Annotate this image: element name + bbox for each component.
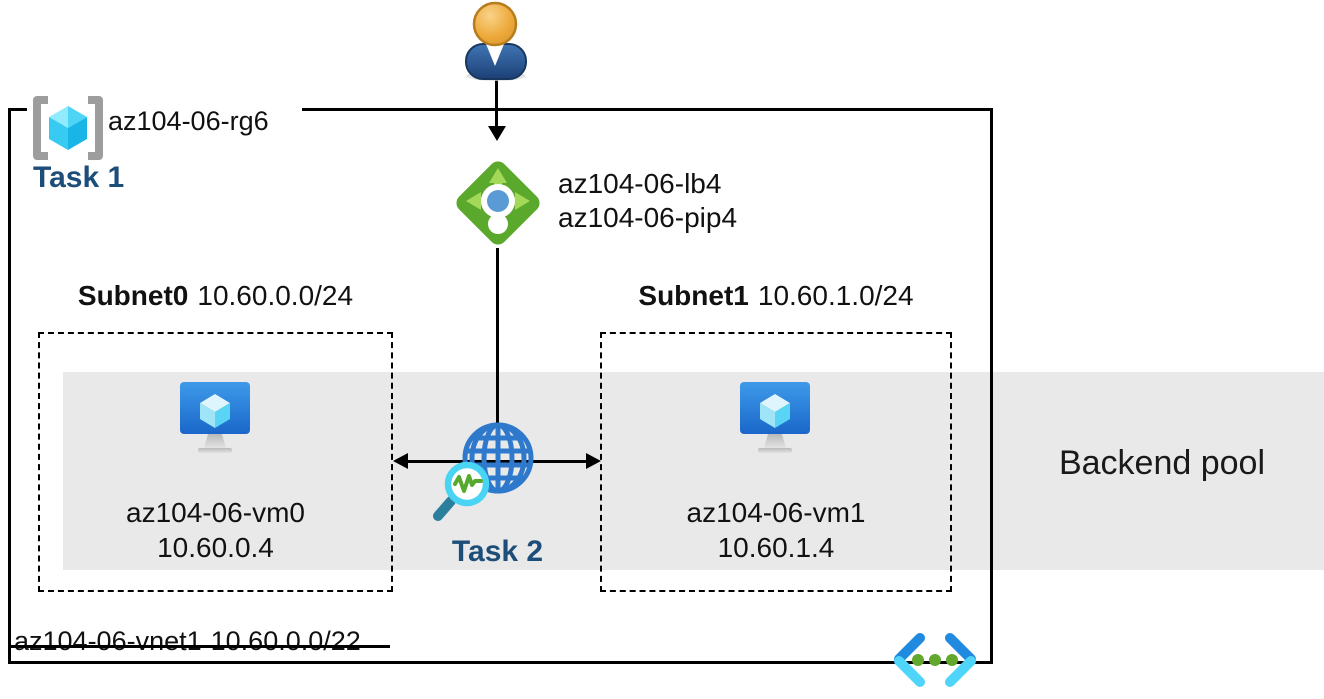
resource-group-icon [33,96,103,160]
double-arrow-right-head [586,453,601,469]
backend-pool-band [63,372,1324,570]
vnet-cidr: 10.60.0.0/22 [210,626,361,656]
subnet0-boundary [38,332,393,592]
load-balancer-icon [456,161,540,245]
vm1-ip-label: 10.60.1.4 [717,532,835,563]
backend-pool-label: Backend pool [1058,444,1266,482]
user-icon [465,1,527,81]
vnet-strike-line [8,645,390,648]
vm0-ip-label: 10.60.0.4 [157,532,274,563]
resource-group-label: az104-06-rg6 [108,106,269,136]
globe-monitoring-icon [433,422,534,521]
load-balancer-label: az104-06-lb4 az104-06-pip4 [558,167,737,235]
health-pulse-line [453,474,483,493]
task2-label: Task 2 [451,535,544,568]
user-to-lb-arrowhead [488,126,506,141]
vnet-name: az104-06-vnet1 [14,626,202,656]
virtual-network-icon [894,633,976,687]
pip-name: az104-06-pip4 [558,202,738,233]
vm1-name-label: az104-06-vm1 [686,497,866,528]
task1-label: Task 1 [33,161,125,194]
vm0-name-label: az104-06-vm0 [126,497,305,528]
subnet1-name: Subnet1 [638,280,749,311]
subnet0-name: Subnet0 [77,280,189,311]
double-arrow-left-head [393,453,408,469]
resource-group-boundary [8,108,993,664]
subnet1-boundary [600,332,952,592]
resource-group-border-gap [27,105,302,115]
vnet-label: az104-06-vnet1 10.60.0.0/22 [14,626,361,657]
magnifier-handle [433,496,456,521]
lb-name: az104-06-lb4 [558,168,722,199]
vm-icon [740,382,810,453]
subnet1-label: Subnet1 10.60.1.0/24 [600,280,952,312]
lb-to-probe-connector-line [496,248,499,459]
subnet0-cidr: 10.60.0.0/24 [197,280,354,311]
vm-icon [180,382,250,453]
subnet0-label: Subnet0 10.60.0.0/24 [38,280,393,312]
subnet1-cidr: 10.60.1.0/24 [757,280,914,311]
user-to-lb-arrow-line [495,78,498,128]
